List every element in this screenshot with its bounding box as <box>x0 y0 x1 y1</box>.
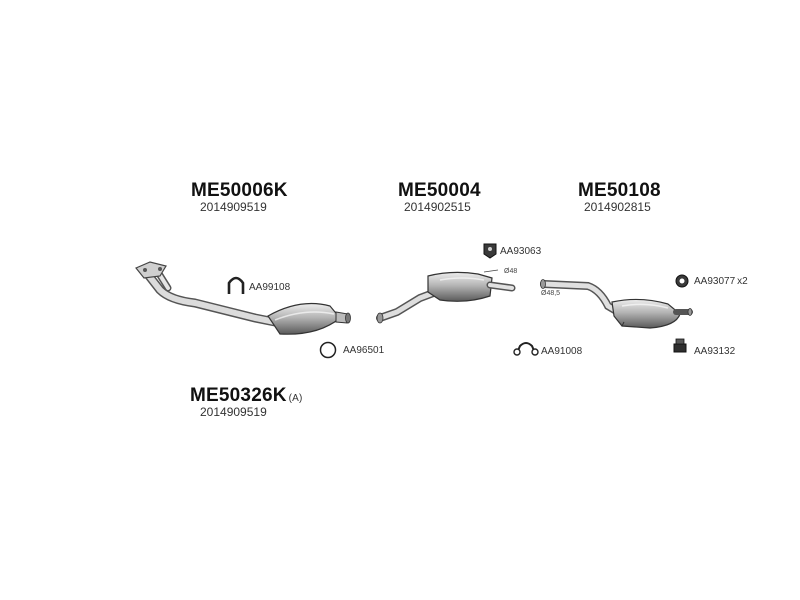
rubber-ring-code: AA93077 <box>694 276 736 287</box>
kit-number: ME50326K <box>190 385 287 406</box>
accessory-label-hanger: AA91008 <box>541 346 583 357</box>
part-reference-kit: 2014909519 <box>200 405 267 419</box>
part-number-rear-silencer: ME50108 <box>578 180 661 201</box>
kit-suffix: (A) <box>288 393 303 404</box>
rear-silencer-drawing <box>540 279 693 329</box>
part-reference-middle-silencer: 2014902515 <box>404 200 471 214</box>
part-reference-rear-silencer: 2014902815 <box>584 200 651 214</box>
middle-silencer-drawing <box>376 269 516 324</box>
accessory-label-clamp: AA99108 <box>249 282 291 293</box>
dimension-label-rear-inlet: Ø48,5 <box>541 290 561 297</box>
accessory-label-ring: AA96501 <box>343 345 385 356</box>
sealing-ring-icon <box>319 341 337 359</box>
front-pipe-catalyst-drawing <box>135 261 351 335</box>
accessory-label-bracket: AA93132 <box>694 346 736 357</box>
part-reference-front-catalyst: 2014909519 <box>200 200 267 214</box>
rubber-ring-quantity: x2 <box>737 276 748 287</box>
part-number-kit: ME50326K(A) <box>190 385 303 407</box>
part-number-front-catalyst: ME50006K <box>191 180 288 201</box>
rubber-bracket-icon <box>673 338 687 353</box>
rubber-ring-icon <box>675 274 689 288</box>
part-number-middle-silencer: ME50004 <box>398 180 481 201</box>
exhaust-hanger-icon <box>513 342 539 356</box>
dimension-label-middle-outlet: Ø48 <box>504 268 518 275</box>
u-clamp-icon <box>227 276 245 294</box>
accessory-label-rubber-mount: AA93063 <box>500 246 542 257</box>
rubber-mount-icon <box>483 243 497 259</box>
